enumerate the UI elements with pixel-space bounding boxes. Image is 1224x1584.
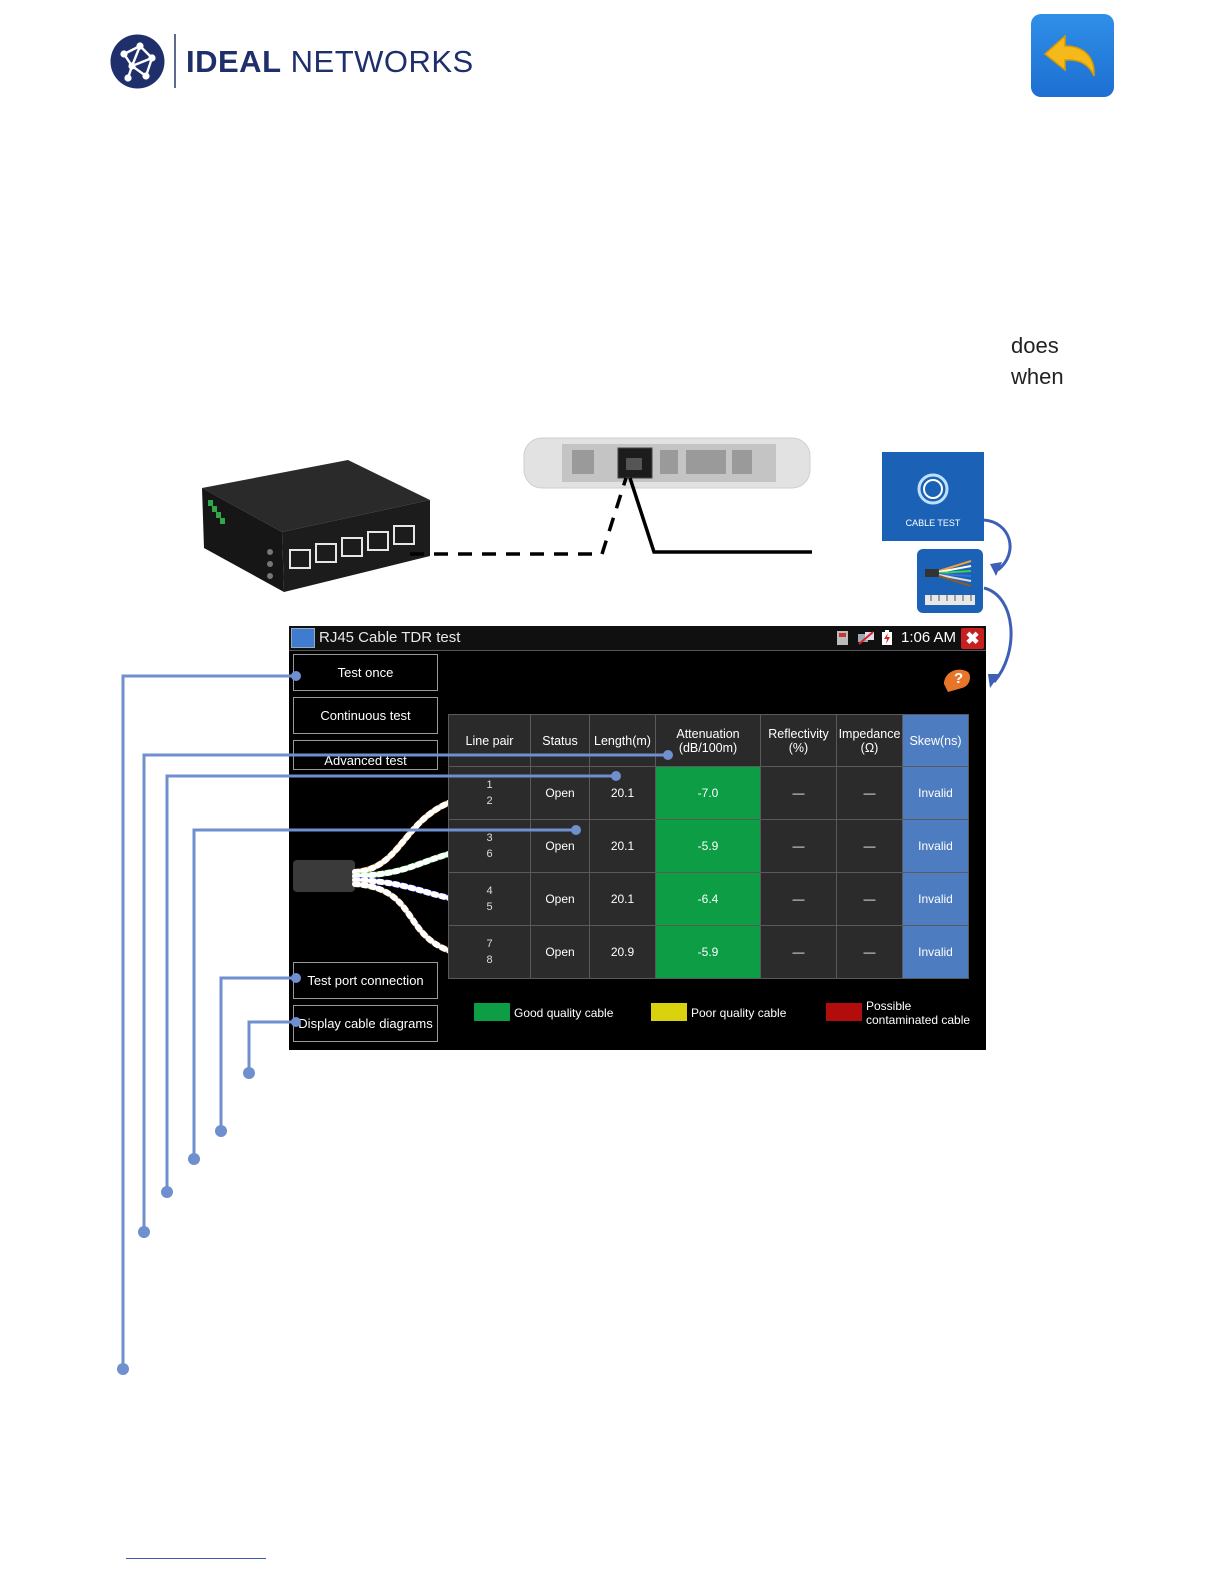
cable-test-app-icon[interactable]: CABLE TEST [882, 452, 984, 541]
legend-swatch-good [474, 1003, 510, 1021]
skew-cell: Invalid [902, 872, 969, 926]
reflectivity-cell: — [760, 925, 837, 979]
brand-name-light: NETWORKS [290, 44, 474, 79]
screen-title: RJ45 Cable TDR test [319, 629, 461, 646]
col-header-impedance: Impedance(Ω) [836, 714, 903, 767]
status-cell: Open [530, 872, 590, 926]
body-text-fragment: does [1011, 333, 1059, 358]
length-cell: 20.1 [589, 766, 656, 820]
back-button[interactable] [1031, 14, 1114, 97]
length-cell: 20.9 [589, 925, 656, 979]
attenuation-cell: -7.0 [655, 766, 761, 820]
impedance-cell: — [836, 925, 903, 979]
col-header-reflectivity: Reflectivity(%) [760, 714, 837, 767]
col-header-attenuation-2: (dB/100m) [678, 740, 738, 755]
col-header-line-pair: Line pair [448, 714, 531, 767]
pin-number: 8 [486, 954, 493, 966]
status-cell: Open [530, 925, 590, 979]
legend-label-contaminated-1: Possible [866, 999, 912, 1013]
legend-label-poor: Poor quality cable [691, 1006, 787, 1020]
app-icon [291, 628, 315, 648]
pin-number: 7 [486, 938, 493, 950]
pin-number: 2 [486, 795, 493, 807]
col-header-status: Status [530, 714, 590, 767]
status-cell: Open [530, 766, 590, 820]
back-arrow-icon [1043, 34, 1095, 77]
length-cell: 20.1 [589, 872, 656, 926]
pin-number: 1 [486, 779, 493, 791]
title-bar: RJ45 Cable TDR test 1:06 AM ✖ [289, 626, 986, 651]
connection-wires [410, 477, 812, 556]
display-cable-diagrams-button[interactable]: Display cable diagrams [293, 1005, 438, 1042]
pin-number: 5 [486, 901, 493, 913]
network-status-icon [858, 631, 874, 645]
network-globe-icon [110, 34, 165, 89]
test-once-button[interactable]: Test once [293, 654, 438, 691]
impedance-cell: — [836, 872, 903, 926]
cable-coil-icon [917, 473, 949, 505]
continuous-test-button[interactable]: Continuous test [293, 697, 438, 734]
cable-tester-image [523, 437, 811, 489]
footer-link-underline [126, 1558, 266, 1559]
clock: 1:06 AM [901, 629, 957, 646]
col-header-attenuation: Attenuation(dB/100m) [655, 714, 761, 767]
attenuation-cell: -6.4 [655, 872, 761, 926]
col-header-reflectivity-1: Reflectivity [768, 726, 829, 741]
attenuation-cell: -5.9 [655, 925, 761, 979]
col-header-reflectivity-2: (%) [788, 740, 809, 755]
attenuation-cell: -5.9 [655, 819, 761, 873]
pin-number: 4 [486, 885, 493, 897]
skew-cell: Invalid [902, 925, 969, 979]
status-cell: Open [530, 819, 590, 873]
legend-swatch-contaminated [826, 1003, 862, 1021]
reflectivity-cell: — [760, 872, 837, 926]
pin-number: 6 [486, 848, 493, 860]
navigation-arrows [983, 518, 1013, 688]
legend-label-good: Good quality cable [514, 1006, 614, 1020]
brand-name-bold: IDEAL [186, 44, 282, 79]
tdr-test-screen: RJ45 Cable TDR test 1:06 AM ✖ Test once … [289, 626, 986, 1050]
legend-swatch-poor [651, 1003, 687, 1021]
col-header-impedance-1: Impedance [838, 726, 901, 741]
help-icon[interactable]: ? [940, 664, 974, 694]
body-text-fragment: when [1011, 364, 1064, 389]
skew-cell: Invalid [902, 819, 969, 873]
cable-pairs-icon [925, 560, 975, 605]
rj45-tdr-app-icon[interactable] [917, 549, 983, 613]
svg-text:?: ? [954, 670, 963, 687]
legend-label-contaminated-2: contaminated cable [866, 1013, 971, 1027]
sd-card-icon [837, 631, 848, 645]
tdr-results-table: Line pair Status Length(m) Attenuation(d… [448, 714, 969, 979]
skew-cell: Invalid [902, 766, 969, 820]
pin-number: 3 [486, 832, 493, 844]
close-button[interactable]: ✖ [961, 628, 984, 649]
reflectivity-cell: — [760, 819, 837, 873]
network-switch-image [202, 460, 430, 592]
col-header-length: Length(m) [589, 714, 656, 767]
length-cell: 20.1 [589, 819, 656, 873]
logo-divider [174, 34, 176, 88]
col-header-impedance-2: (Ω) [860, 740, 879, 755]
battery-charging-icon [882, 630, 892, 645]
impedance-cell: — [836, 819, 903, 873]
reflectivity-cell: — [760, 766, 837, 820]
col-header-attenuation-1: Attenuation [676, 726, 740, 741]
cable-test-label: CABLE TEST [905, 518, 961, 528]
col-header-skew: Skew(ns) [902, 714, 969, 767]
advanced-test-button[interactable]: Advanced test [293, 740, 438, 770]
impedance-cell: — [836, 766, 903, 820]
brand-name: IDEAL NETWORKS [186, 44, 474, 80]
